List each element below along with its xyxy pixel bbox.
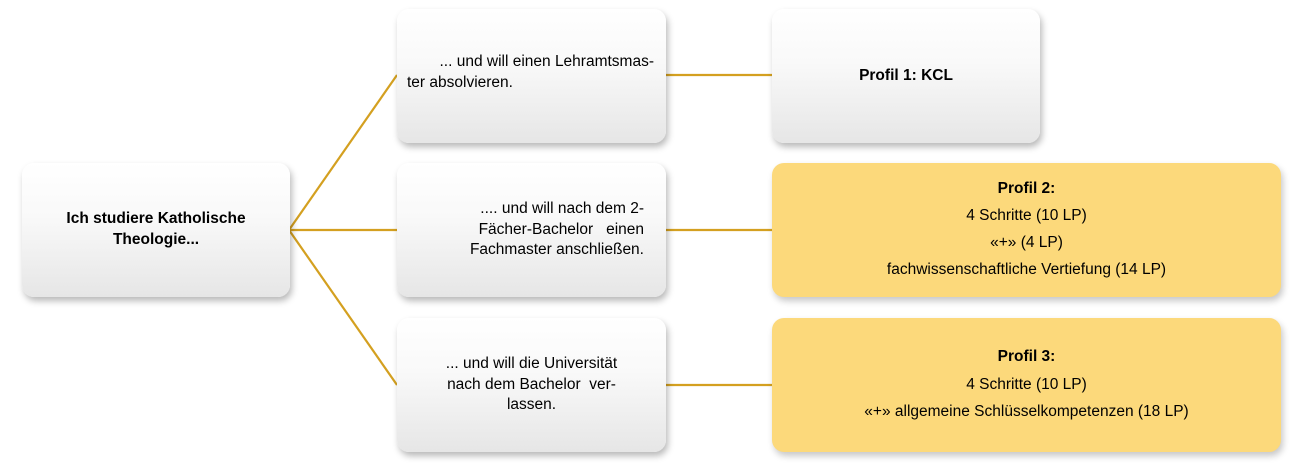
middle-2-line-3: Fachmaster anschließen. xyxy=(469,241,644,259)
profile-1-title: Profil 1: KCL xyxy=(859,66,953,84)
root-text-line-1: Ich studiere Katholische xyxy=(66,210,246,228)
profile-2-line-2: «+» (4 LP) xyxy=(990,234,1063,251)
middle-2-line-1: .... und will nach dem 2- xyxy=(480,199,644,217)
profile-2-node: Profil 2: 4 Schritte (10 LP) «+» (4 LP) … xyxy=(772,163,1281,297)
profile-3-line-2: «+» allgemeine Schlüsselkompetenzen (18 … xyxy=(864,403,1189,421)
middle-3-line-1: ... und will die Universität xyxy=(445,354,618,372)
profile-2-title: Profil 2: xyxy=(997,180,1056,198)
middle-3-line-3: lassen. xyxy=(506,396,557,414)
middle-node-3: ... und will die Universität nach dem Ba… xyxy=(397,318,666,452)
profile-3-node: Profil 3: 4 Schritte (10 LP) «+» allgeme… xyxy=(772,318,1281,452)
profile-1-node: Profil 1: KCL xyxy=(772,9,1040,143)
middle-2-line-2: Fächer-Bachelor einen xyxy=(478,220,644,238)
middle-1-line-1: ... und will einen Lehramtsmas- xyxy=(439,53,654,71)
profile-2-line-3: fachwissenschaftliche Vertiefung (14 LP) xyxy=(886,260,1167,278)
middle-node-2: .... und will nach dem 2- Fächer-Bachelo… xyxy=(397,163,666,297)
middle-1-line-2: ter absolvieren. xyxy=(407,74,513,91)
profile-3-title: Profil 3: xyxy=(997,347,1056,365)
root-node: Ich studiere Katholische Theologie... xyxy=(22,163,290,297)
connector-root-to-middle-1 xyxy=(288,74,398,231)
middle-node-1: ... und will einen Lehramtsmas- ter abso… xyxy=(397,9,666,143)
connector-root-to-middle-3 xyxy=(288,229,398,386)
root-text-line-2: Theologie... xyxy=(112,231,200,248)
profile-2-line-1: 4 Schritte (10 LP) xyxy=(966,207,1087,225)
middle-3-line-2: nach dem Bachelor ver- xyxy=(447,375,616,393)
profile-3-line-1: 4 Schritte (10 LP) xyxy=(966,375,1087,393)
